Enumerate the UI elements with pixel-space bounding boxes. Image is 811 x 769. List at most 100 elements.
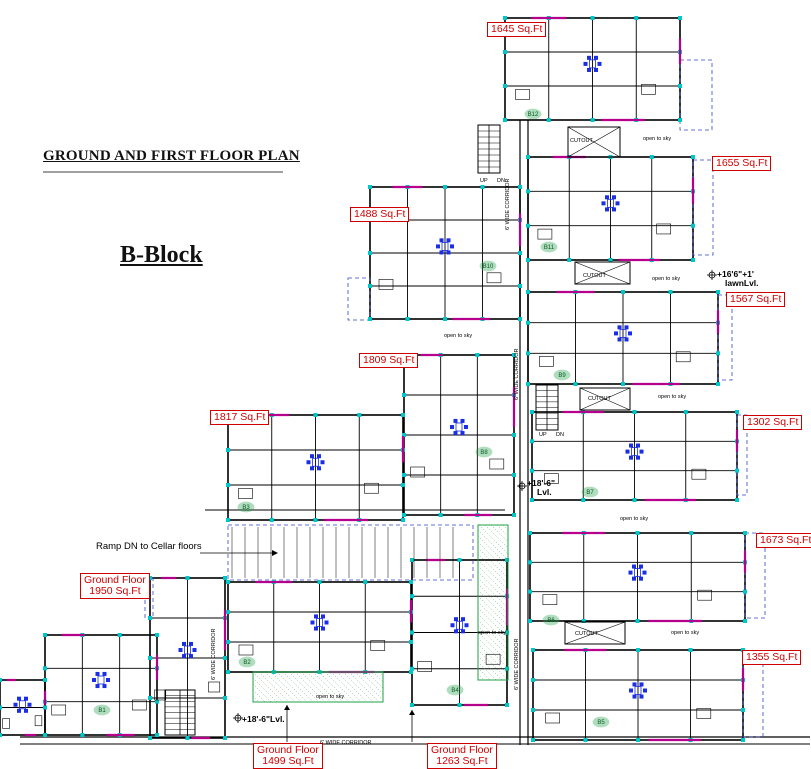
entry-arrow-head <box>284 705 290 710</box>
column-marker <box>313 413 318 417</box>
dining-chair-mark <box>102 671 107 676</box>
unit-tag-badge <box>553 369 571 381</box>
bed-mark <box>34 715 43 727</box>
dining-table-mark <box>97 675 105 685</box>
column-marker <box>531 738 535 742</box>
column-marker <box>457 558 462 562</box>
dining-chair-mark <box>624 337 629 342</box>
column-marker <box>405 317 410 321</box>
unit-tag-badge <box>238 656 256 668</box>
dining-chair-mark <box>92 678 96 682</box>
bed-mark <box>378 279 394 290</box>
stair-dn-label-2: DN <box>556 432 564 438</box>
column-marker <box>43 705 47 710</box>
dining-chair-mark <box>643 688 647 693</box>
ramp-note: Ramp DN to Cellar floors <box>96 541 202 552</box>
area-label-1655: 1655 Sq.Ft <box>712 156 772 171</box>
dining-chair-mark <box>636 455 640 460</box>
dining-chair-mark <box>461 629 465 634</box>
ground-floor-1499-title: Ground Floor <box>257 744 319 756</box>
column-marker <box>409 670 413 674</box>
column-marker <box>512 513 516 517</box>
column-marker <box>148 736 152 740</box>
dining-chair-mark <box>439 238 444 243</box>
stair-up-label: UP <box>480 178 488 184</box>
bed-mark <box>364 482 379 494</box>
column-marker <box>317 580 322 584</box>
landscape-hatch <box>282 671 314 703</box>
furniture-marks <box>2 55 713 729</box>
dining-chair-mark <box>189 654 193 659</box>
column-marker <box>223 696 227 700</box>
cutout-cross <box>564 621 626 645</box>
dining-chair-mark <box>453 431 458 436</box>
unit-tag-label: B8 <box>480 450 488 456</box>
bed-mark <box>696 708 712 719</box>
dining-chair-mark <box>594 55 598 60</box>
block-name: B-Block <box>120 242 203 268</box>
bed-mark <box>545 712 560 724</box>
column-marker <box>741 708 745 712</box>
dining-table-mark <box>316 618 323 627</box>
dining-chair-mark <box>614 331 618 336</box>
ground-floor-1950-title: Ground Floor <box>84 574 146 586</box>
bed-mark <box>489 458 505 470</box>
column-marker <box>457 703 462 707</box>
landscape-strip <box>252 671 384 703</box>
lawn-level-label: lawnLvl. <box>725 278 759 288</box>
column-marker <box>581 619 586 623</box>
landscape-hatch <box>294 671 326 703</box>
unit-tag-badge <box>540 241 558 253</box>
column-marker <box>148 616 152 620</box>
column-marker <box>368 251 372 255</box>
landscape-hatch <box>306 671 338 703</box>
unit-outline <box>44 634 158 736</box>
landscape-hatch <box>477 565 509 597</box>
dining-chair-mark <box>317 466 321 471</box>
column-marker <box>363 580 368 584</box>
column-marker <box>632 410 637 414</box>
dining-table-mark <box>607 198 614 208</box>
column-marker <box>43 666 47 671</box>
fixed-elements <box>43 124 717 742</box>
column-marker <box>505 703 509 707</box>
dining-chair-mark <box>639 682 644 687</box>
column-marker <box>528 560 532 565</box>
dining-chair-mark <box>13 702 18 707</box>
unit-tag-badge <box>475 446 493 458</box>
landscape-hatch <box>477 529 509 561</box>
open-to-sky-2: open to sky <box>652 276 681 282</box>
column-marker <box>735 498 739 502</box>
landscape-hatch <box>366 671 384 689</box>
column-marker <box>410 558 414 562</box>
area-label-1567: 1567 Sq.Ft <box>726 292 786 307</box>
landscape-hatch <box>354 671 384 701</box>
column-marker <box>636 648 640 652</box>
landscape-hatch <box>477 619 509 651</box>
stair-up-label-2: UP <box>539 432 547 438</box>
unit-tag-label: B3 <box>242 505 250 511</box>
column-marker <box>716 290 720 294</box>
open-to-sky-7: open to sky <box>671 630 700 636</box>
bed-mark <box>542 594 558 605</box>
column-marker <box>526 320 530 325</box>
column-marker <box>526 258 530 262</box>
landscape-hatch <box>477 553 509 585</box>
unit-tag-label: B6 <box>547 618 555 624</box>
cutout-label-lower: CUTOUT <box>588 396 611 402</box>
column-marker <box>512 353 516 357</box>
unit-tag-badge <box>542 614 560 626</box>
landscape-hatch <box>477 547 509 579</box>
column-marker <box>409 640 413 644</box>
dining-chair-mark <box>612 195 616 200</box>
dining-chair-mark <box>597 61 602 66</box>
landscape-hatch <box>360 671 384 695</box>
column-marker <box>410 594 414 599</box>
column-marker <box>590 118 595 122</box>
column-marker <box>531 678 535 682</box>
bed-mark <box>370 640 386 651</box>
column-marker <box>368 284 372 288</box>
dining-chair-mark <box>324 620 329 625</box>
